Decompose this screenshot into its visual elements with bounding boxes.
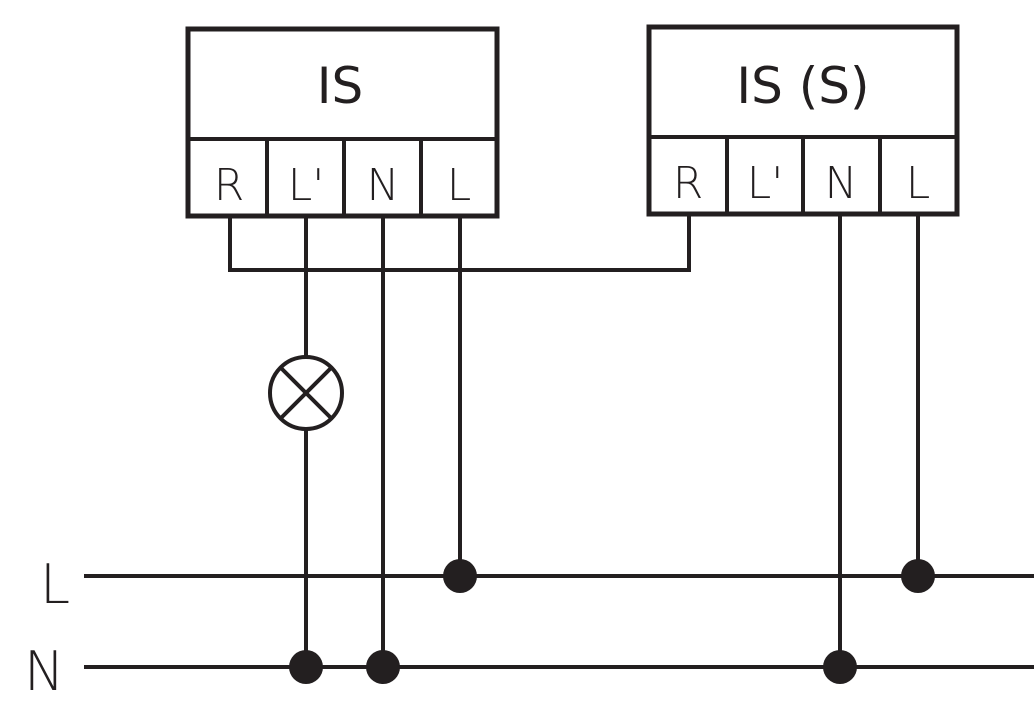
device-is-s-title: IS (S) [736,57,869,115]
junction-dot-lamp-n [289,650,323,684]
device-is: IS R L' N L [185,26,500,219]
device-is-s-terminal-n: N [825,158,858,209]
device-is-s-terminal-l: L [906,158,931,209]
junction-dot-is-n [366,650,400,684]
device-is-terminal-n: N [367,160,400,211]
junction-dot-is-s-n [823,650,857,684]
junction-dot-is-s-l [901,559,935,593]
junction-dot-is-l [443,559,477,593]
device-is-title: IS [317,57,363,115]
device-is-terminal-l: L [447,160,472,211]
line-bus-label: L [40,553,70,616]
device-is-s-terminal-l-prime: L' [747,158,784,209]
lamp-icon [268,355,344,431]
device-is-s: IS (S) R L' N L [646,24,960,217]
device-is-terminal-r: R [214,160,245,211]
device-is-s-terminal-r: R [673,158,704,209]
neutral-bus-label: N [24,640,64,703]
device-is-terminal-l-prime: L' [288,160,325,211]
